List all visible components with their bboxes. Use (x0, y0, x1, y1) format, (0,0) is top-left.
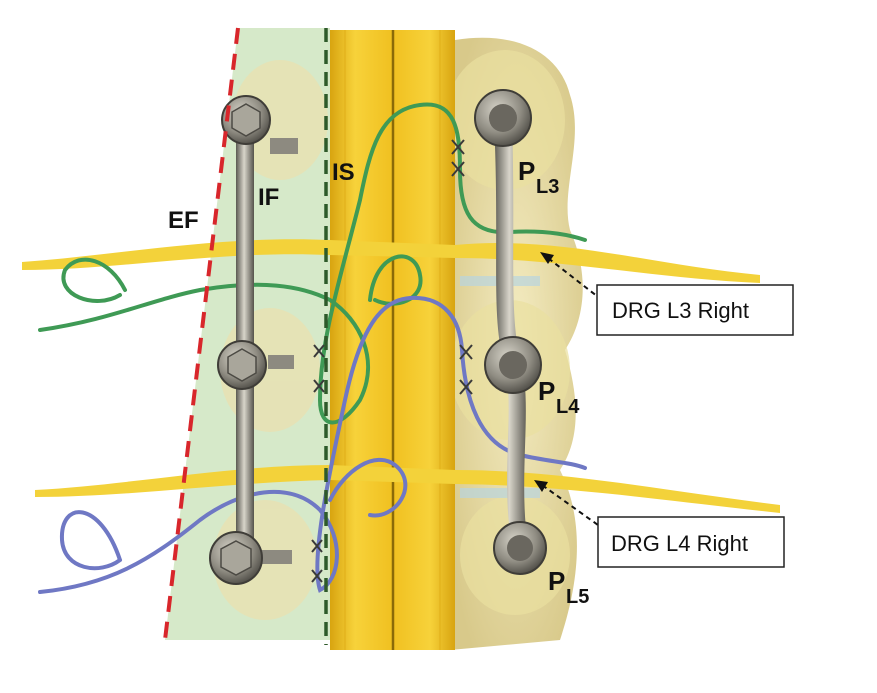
left-rod (209, 95, 298, 585)
svg-text:L4: L4 (556, 396, 580, 418)
svg-text:DRG L4 Right: DRG L4 Right (611, 531, 748, 556)
label-is: IS (332, 159, 355, 186)
label-p-l5: P L5 (548, 566, 589, 608)
bolt-icon (268, 355, 294, 369)
callout-drg-l3: DRG L3 Right (540, 252, 794, 336)
svg-text:L5: L5 (566, 586, 589, 608)
svg-text:L3: L3 (536, 176, 559, 198)
svg-text:P: P (538, 376, 555, 406)
label-if: IF (258, 184, 279, 211)
callout-drg-l4: DRG L4 Right (534, 480, 785, 568)
bolt-icon (262, 550, 292, 564)
svg-text:DRG L3 Right: DRG L3 Right (612, 298, 749, 323)
green-wire (38, 102, 587, 425)
label-p-l4: P L4 (538, 376, 580, 418)
bolt-icon (270, 138, 298, 154)
right-rod (474, 89, 547, 575)
label-p-l3: P L3 (518, 156, 559, 198)
svg-text:P: P (548, 566, 565, 596)
arrow-icon (541, 484, 606, 531)
suture-marks (311, 139, 473, 583)
label-ef: EF (168, 207, 199, 234)
svg-text:P: P (518, 156, 535, 186)
blue-wire (38, 295, 587, 594)
arrow-icon (547, 257, 603, 301)
